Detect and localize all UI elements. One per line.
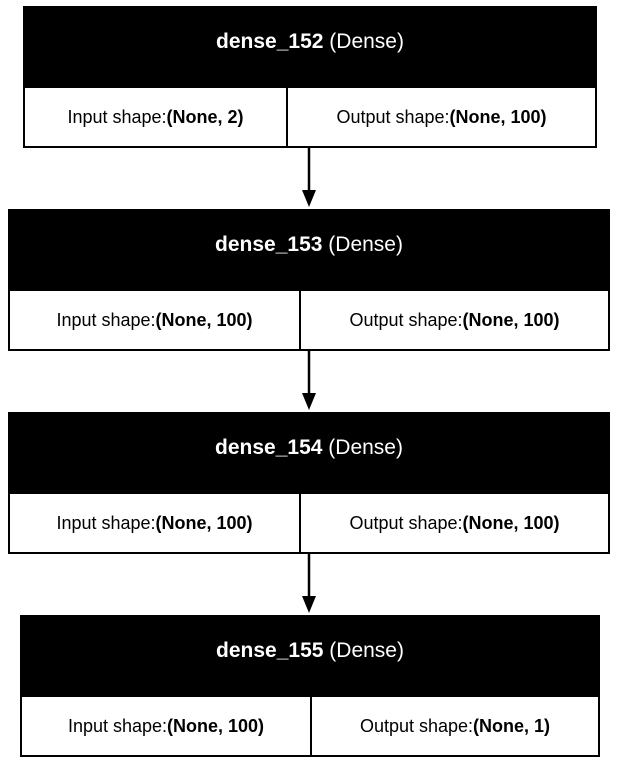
layer-node-dense-153: dense_153 (Dense) Input shape: (None, 10… — [8, 209, 610, 351]
input-shape-label: Input shape: — [56, 309, 156, 330]
layer-title: dense_155 (Dense) — [22, 617, 598, 695]
layer-node-dense-154: dense_154 (Dense) Input shape: (None, 10… — [8, 412, 610, 554]
output-shape-cell: Output shape: (None, 100) — [301, 494, 608, 552]
layer-type: (Dense) — [328, 233, 403, 256]
output-shape-value: (None, 1) — [473, 715, 551, 736]
shape-row: Input shape: (None, 100) Output shape: (… — [22, 697, 598, 755]
shape-row: Input shape: (None, 100) Output shape: (… — [10, 494, 608, 552]
output-shape-cell: Output shape: (None, 100) — [288, 88, 595, 146]
layer-name: dense_154 — [215, 436, 323, 459]
input-shape-cell: Input shape: (None, 2) — [25, 88, 286, 146]
input-shape-cell: Input shape: (None, 100) — [10, 291, 299, 349]
output-shape-value: (None, 100) — [449, 106, 547, 127]
layer-title: dense_153 (Dense) — [10, 211, 608, 289]
input-shape-value: (None, 100) — [155, 512, 253, 533]
layer-title: dense_152 (Dense) — [25, 8, 595, 86]
input-shape-cell: Input shape: (None, 100) — [10, 494, 299, 552]
layer-type: (Dense) — [328, 436, 403, 459]
output-shape-label: Output shape: — [359, 715, 474, 736]
edge-arrow-3 — [302, 554, 316, 613]
edge-arrow-2 — [302, 351, 316, 410]
layer-title: dense_154 (Dense) — [10, 414, 608, 492]
output-shape-value: (None, 100) — [462, 309, 560, 330]
layer-node-dense-152: dense_152 (Dense) Input shape: (None, 2)… — [23, 6, 597, 148]
layer-type: (Dense) — [329, 639, 404, 662]
input-shape-value: (None, 100) — [167, 715, 265, 736]
input-shape-value: (None, 2) — [166, 106, 244, 127]
layer-name: dense_153 — [215, 233, 323, 256]
input-shape-label: Input shape: — [56, 512, 156, 533]
output-shape-label: Output shape: — [349, 309, 463, 330]
input-shape-label: Input shape: — [67, 106, 167, 127]
layer-node-dense-155: dense_155 (Dense) Input shape: (None, 10… — [20, 615, 600, 757]
edge-arrow-1 — [302, 148, 316, 207]
output-shape-cell: Output shape: (None, 100) — [301, 291, 608, 349]
layer-type: (Dense) — [329, 30, 404, 53]
output-shape-cell: Output shape: (None, 1) — [312, 697, 598, 755]
output-shape-value: (None, 100) — [462, 512, 560, 533]
layer-name: dense_155 — [216, 639, 324, 662]
layer-name: dense_152 — [216, 30, 324, 53]
shape-row: Input shape: (None, 100) Output shape: (… — [10, 291, 608, 349]
input-shape-value: (None, 100) — [155, 309, 253, 330]
output-shape-label: Output shape: — [349, 512, 463, 533]
output-shape-label: Output shape: — [336, 106, 450, 127]
shape-row: Input shape: (None, 2) Output shape: (No… — [25, 88, 595, 146]
input-shape-cell: Input shape: (None, 100) — [22, 697, 310, 755]
input-shape-label: Input shape: — [67, 715, 168, 736]
